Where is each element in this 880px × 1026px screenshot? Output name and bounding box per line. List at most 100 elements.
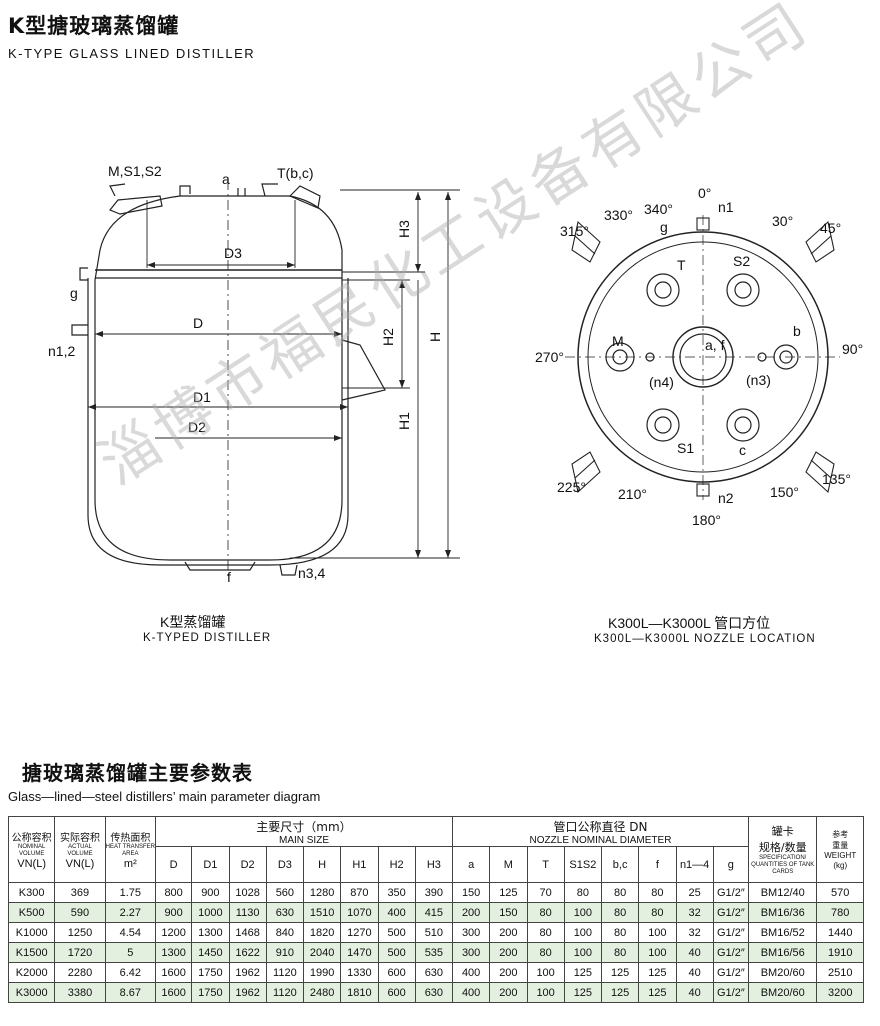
nozzle-n2: n2: [718, 490, 734, 506]
col-header-size_cols-3: D3: [265, 846, 305, 883]
table-cell: BM16/52: [747, 922, 818, 943]
table-cell: 125: [563, 962, 603, 983]
table-cell: 100: [563, 942, 603, 963]
table-cell: 150: [451, 882, 491, 903]
group-main-size: 主要尺寸（mm） MAIN SIZE: [155, 816, 453, 847]
col-header-nozzle_cols-3: S1S2: [563, 846, 603, 883]
table-cell: 80: [638, 902, 677, 923]
table-cell: 25: [675, 882, 714, 903]
table-cell: 100: [526, 982, 565, 1003]
table-cell: BM16/36: [747, 902, 818, 923]
table-cell: 1810: [340, 982, 379, 1003]
table-cell: 200: [489, 982, 528, 1003]
table-cell: 1600: [154, 962, 193, 983]
table-cell: K3000: [7, 982, 56, 1003]
table-cell: 2480: [302, 982, 342, 1003]
table-cell: 630: [414, 962, 454, 983]
angle-225: 225°: [557, 479, 586, 495]
table-cell: 125: [638, 962, 677, 983]
col-header-size_cols-4: H: [302, 846, 342, 883]
label-n12: n1,2: [48, 343, 75, 359]
technical-drawings: M,S1,S2 a T(b,c) g n1,2 D3 D D1 D2 H3 H2…: [48, 163, 863, 585]
table-cell: 1720: [54, 942, 106, 963]
table-cell: 800: [154, 882, 193, 903]
table-cell: 80: [600, 882, 640, 903]
left-caption-cn: K型蒸馏罐: [160, 614, 226, 630]
table-cell: 125: [600, 962, 640, 983]
table-cell: 390: [414, 882, 454, 903]
table-cell: 1120: [265, 962, 305, 983]
table-subtitle: Glass—lined—steel distillers’ main param…: [8, 789, 321, 804]
label-a: a: [222, 171, 230, 187]
table-cell: 5: [104, 942, 157, 963]
table-cell: 500: [377, 922, 416, 943]
table-cell: 150: [489, 902, 528, 923]
table-cell: 300: [451, 942, 491, 963]
table-cell: 1070: [340, 902, 379, 923]
table-cell: 1910: [816, 942, 864, 963]
table-cell: 910: [265, 942, 305, 963]
table-cell: 1750: [191, 982, 230, 1003]
table-cell: 1510: [302, 902, 342, 923]
label-ms1s2: M,S1,S2: [108, 163, 162, 179]
label-d: D: [193, 315, 203, 331]
table-cell: 3380: [54, 982, 106, 1003]
table-cell: K300: [7, 882, 56, 903]
angle-30: 30°: [772, 213, 793, 229]
col-heat-area: 传热面积 HEAT TRANSFER AREA m²: [104, 816, 157, 883]
page-title: K型搪玻璃蒸馏罐: [8, 14, 180, 38]
col-header-size_cols-0: D: [154, 846, 193, 883]
label-h3: H3: [396, 220, 412, 238]
table-cell: 8.67: [104, 982, 157, 1003]
table-cell: BM12/40: [747, 882, 818, 903]
label-f: f: [227, 569, 231, 585]
table-cell: 1130: [228, 902, 267, 923]
table-cell: 80: [638, 882, 677, 903]
nozzle-af: a, f: [705, 337, 725, 353]
table-cell: 80: [600, 942, 640, 963]
col-header-size_cols-6: H2: [377, 846, 416, 883]
col-tank-cards: 罐卡 规格/数量 SPECIFICATION/ QUANTITIES OF TA…: [747, 816, 818, 883]
nozzle-m: M: [612, 333, 624, 349]
angle-340: 340°: [644, 201, 673, 217]
table-cell: 3200: [816, 982, 864, 1003]
table-cell: 1962: [228, 962, 267, 983]
table-cell: 40: [675, 942, 714, 963]
label-h1: H1: [396, 412, 412, 430]
table-cell: 1300: [154, 942, 193, 963]
table-cell: 840: [265, 922, 305, 943]
table-cell: 1440: [816, 922, 864, 943]
col-header-nozzle_cols-7: g: [712, 846, 749, 883]
page-subtitle: K-TYPE GLASS LINED DISTILLER: [8, 46, 256, 61]
table-cell: 1280: [302, 882, 342, 903]
table-cell: 2280: [54, 962, 106, 983]
table-cell: 40: [675, 982, 714, 1003]
table-cell: 4.54: [104, 922, 157, 943]
table-cell: 1250: [54, 922, 106, 943]
table-cell: 1450: [191, 942, 230, 963]
table-cell: 100: [563, 922, 603, 943]
table-cell: 900: [154, 902, 193, 923]
table-cell: 1468: [228, 922, 267, 943]
angle-90: 90°: [842, 341, 863, 357]
table-cell: 780: [816, 902, 864, 923]
label-d3: D3: [224, 245, 242, 261]
table-cell: 510: [414, 922, 454, 943]
col-header-size_cols-1: D1: [191, 846, 230, 883]
table-cell: 590: [54, 902, 106, 923]
table-cell: K1500: [7, 942, 56, 963]
nozzle-n1: n1: [718, 199, 734, 215]
table-cell: 1200: [154, 922, 193, 943]
label-d2: D2: [188, 419, 206, 435]
nozzle-c: c: [739, 442, 746, 458]
col-weight: 参考 重量 WEIGHT (kg): [816, 816, 864, 883]
table-cell: 369: [54, 882, 106, 903]
table-cell: 630: [414, 982, 454, 1003]
table-cell: 200: [451, 902, 491, 923]
vessel-section-drawing: M,S1,S2 a T(b,c) g n1,2 D3 D D1 D2 H3 H2…: [48, 163, 460, 585]
angle-180: 180°: [692, 512, 721, 528]
